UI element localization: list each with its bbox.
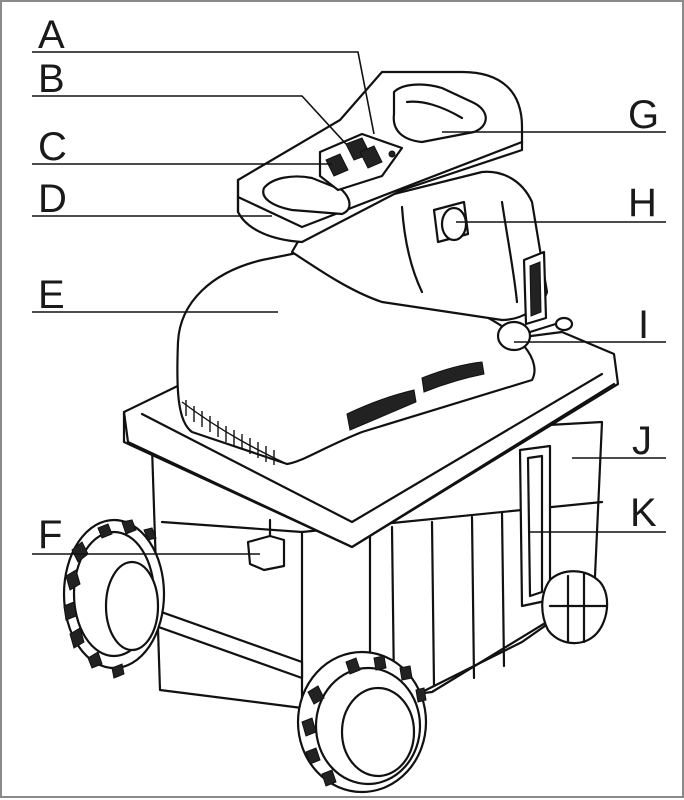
label-b: B: [38, 57, 65, 101]
label-d: D: [38, 177, 67, 221]
label-k: K: [630, 491, 657, 535]
label-h: H: [628, 181, 657, 225]
leader-b: [32, 95, 347, 145]
right-wheel: [296, 650, 428, 794]
leader-a: [32, 51, 375, 135]
adjusting-knob: [432, 200, 470, 244]
label-f: F: [38, 513, 62, 557]
label-j: J: [632, 419, 652, 463]
left-wheel: [62, 518, 166, 679]
callout-labels: A B C D E F G H I J K: [38, 13, 659, 557]
label-c: C: [38, 125, 67, 169]
label-g: G: [628, 93, 659, 137]
label-e: E: [38, 273, 65, 317]
vent-slots: [185, 400, 275, 465]
label-i: I: [638, 303, 649, 347]
axle-frame: [120, 570, 609, 680]
latch: [246, 518, 286, 572]
switch-panel: [318, 132, 404, 192]
leader-lines: [32, 51, 666, 555]
reset-knob: [496, 316, 574, 352]
label-a: A: [38, 13, 65, 57]
